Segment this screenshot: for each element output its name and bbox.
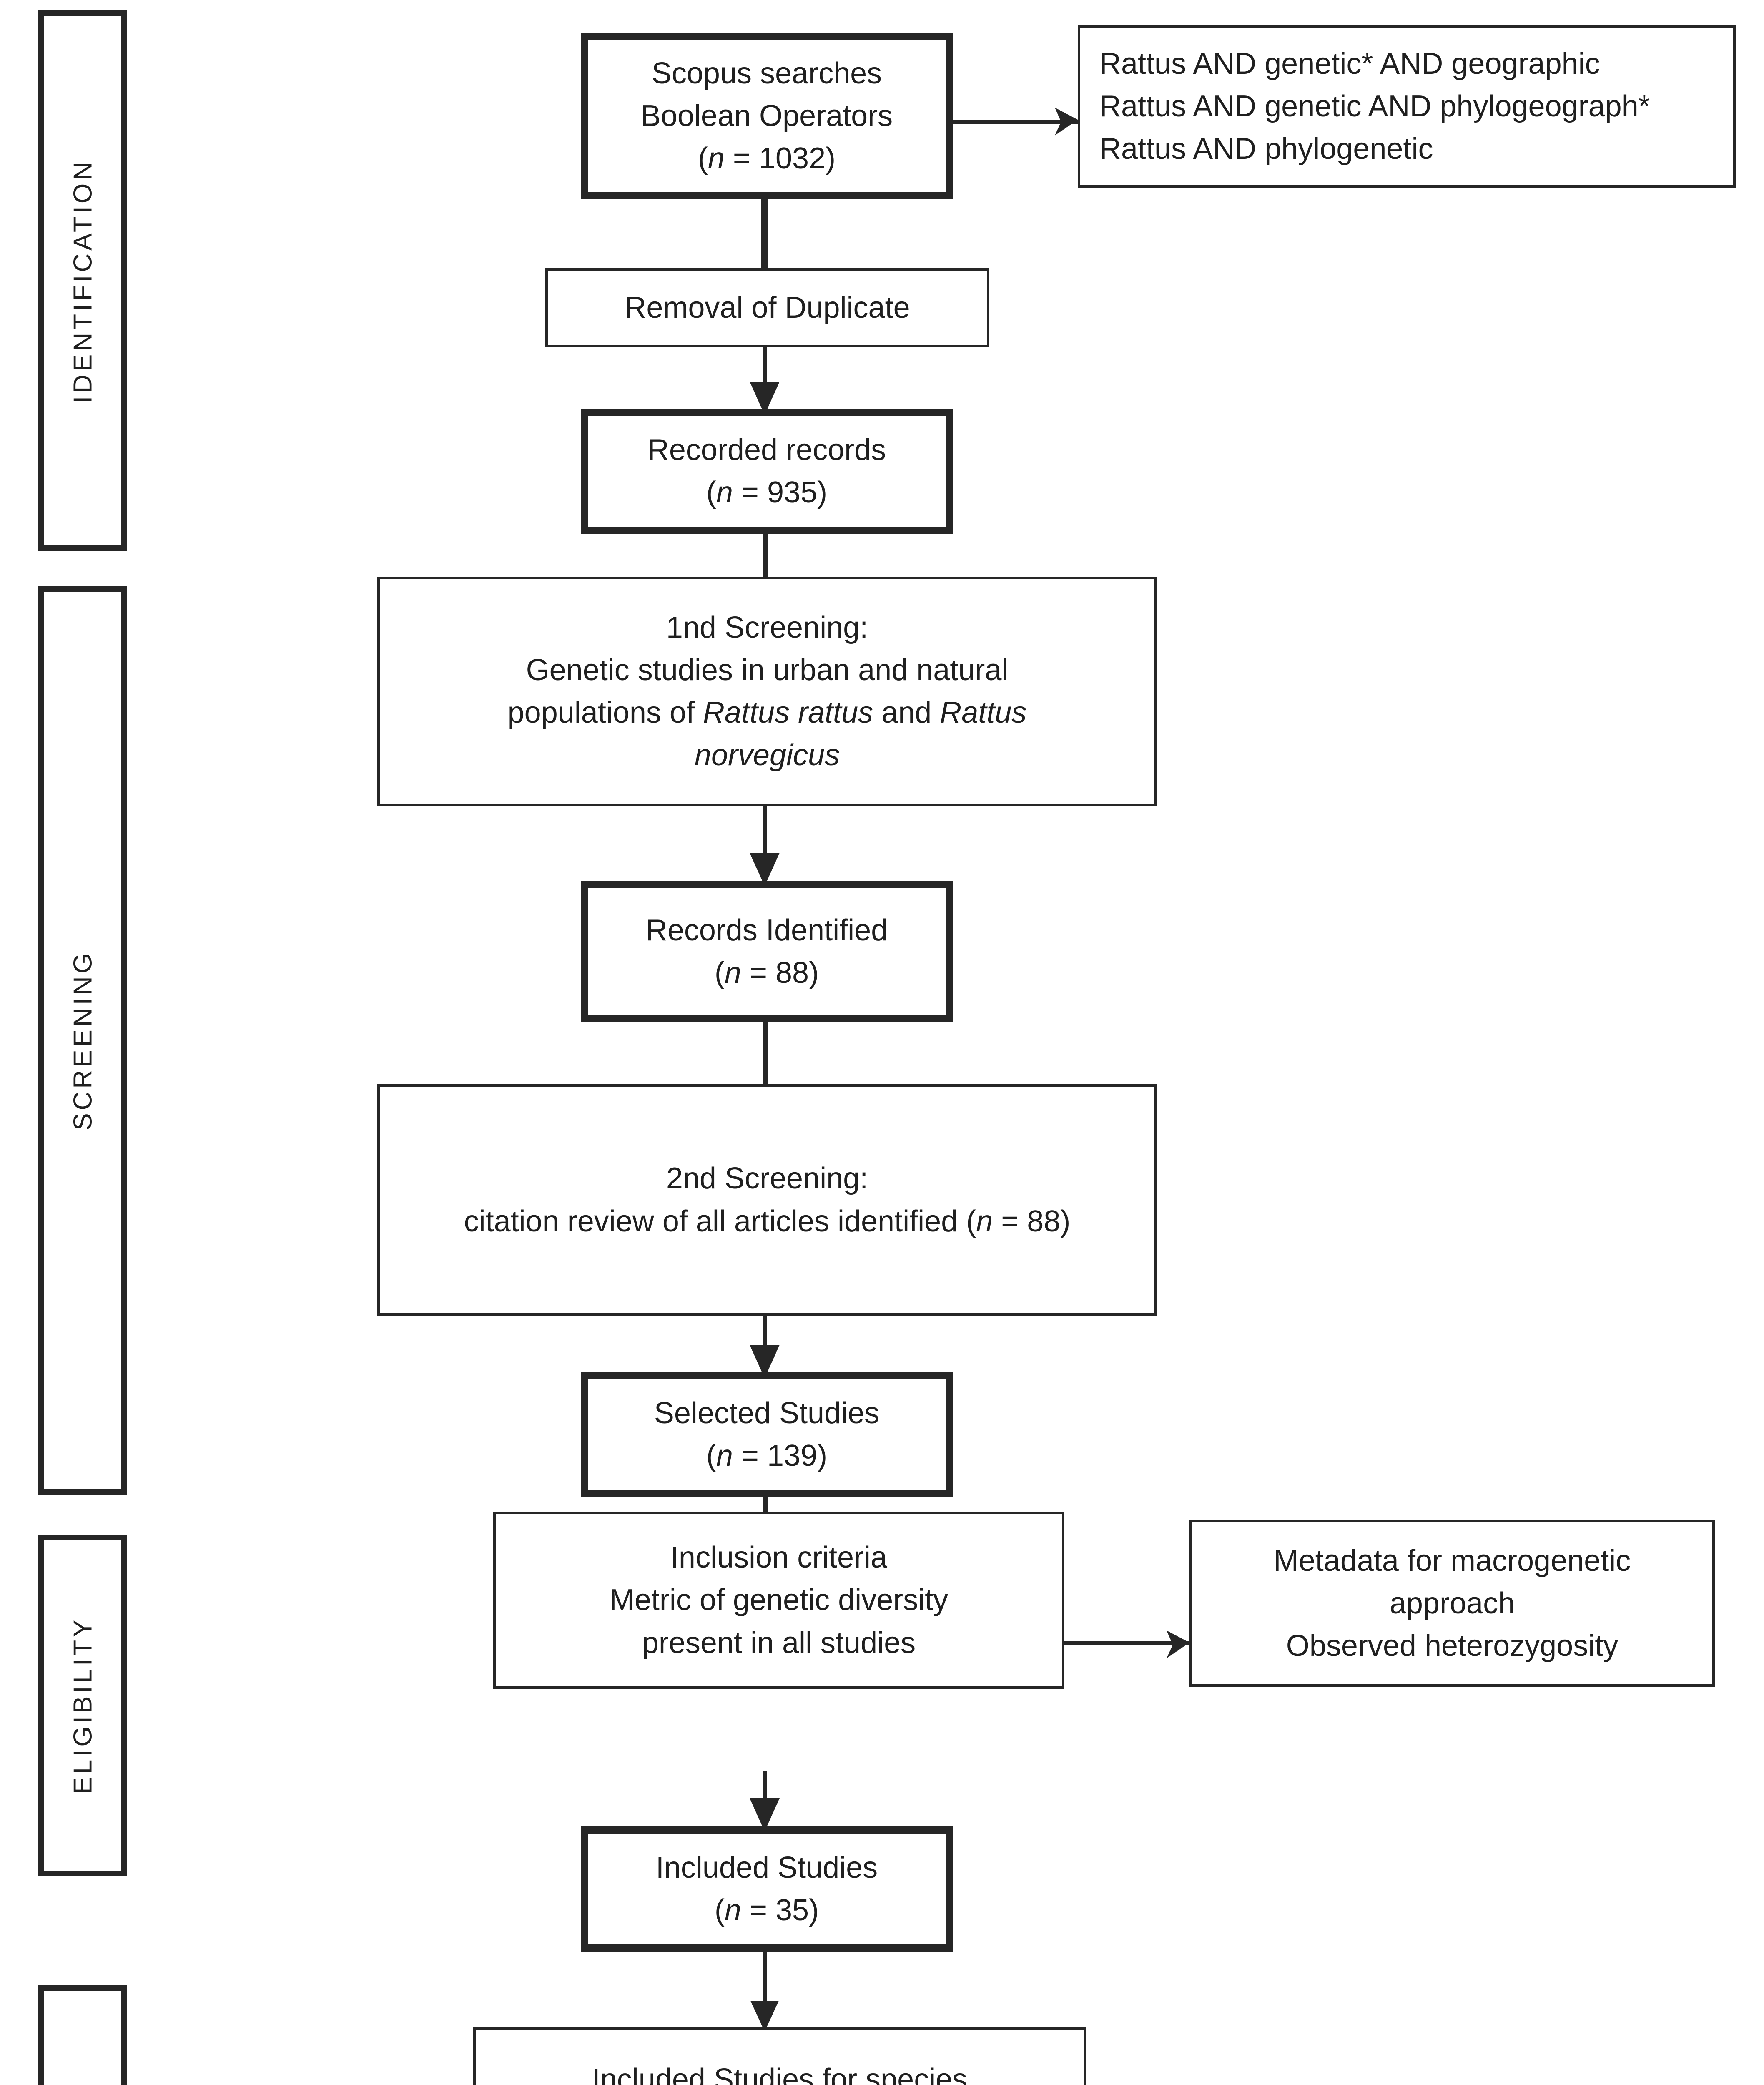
screening1-line-1: 1nd Screening: <box>666 610 868 644</box>
recorded-line-1: Recorded records <box>647 433 886 467</box>
connector-records-to-screening2 <box>763 1021 768 1086</box>
node-scopus-searches: Scopus searches Boolean Operators (n = 1… <box>581 33 953 199</box>
records-identified-line-1: Records Identified <box>645 913 888 947</box>
inclusion-line-1: Inclusion criteria <box>670 1541 888 1575</box>
inclusion-line-2: Metric of genetic diversity <box>609 1583 948 1617</box>
connector-inclusion-to-metadata <box>1064 1641 1189 1645</box>
included-studies-line-1: Included Studies <box>655 1851 878 1884</box>
included-species-line-1: Included Studies for species <box>592 2062 968 2085</box>
inclusion-line-3: present in all studies <box>642 1626 916 1660</box>
metadata-line-1: Metadata for macrogenetic <box>1273 1544 1631 1578</box>
screening1-line-4: norvegicus <box>694 739 840 772</box>
query-line-2: Rattus AND genetic AND phylogeograph* <box>1099 89 1650 123</box>
node-metadata-macrogenetic: Metadata for macrogenetic approach Obser… <box>1189 1520 1715 1687</box>
screening1-line-3: populations of Rattus rattus and Rattus <box>507 696 1027 729</box>
connector-recorded-to-screening1 <box>763 533 768 577</box>
stage-box-eligibility: ELIGIBILITY <box>38 1535 127 1876</box>
selected-count: (n = 139) <box>706 1439 828 1472</box>
metadata-line-2: approach <box>1389 1586 1515 1620</box>
included-studies-count: (n = 35) <box>714 1894 819 1927</box>
connector-scopus-to-duplicates <box>761 197 768 270</box>
records-identified-count: (n = 88) <box>714 956 819 990</box>
node-first-screening: 1nd Screening: Genetic studies in urban … <box>377 577 1157 806</box>
scopus-line-1: Scopus searches <box>651 56 882 90</box>
connector-inclusion-to-included <box>763 1771 767 1828</box>
node-recorded-records: Recorded records (n = 935) <box>581 409 953 534</box>
node-search-queries: Rattus AND genetic* AND geographic Rattu… <box>1078 25 1736 188</box>
stage-label-eligibility: ELIGIBILITY <box>68 1617 97 1794</box>
stage-label-screening: SCREENING <box>68 950 97 1130</box>
stage-box-screening: SCREENING <box>38 586 127 1495</box>
node-included-studies: Included Studies (n = 35) <box>581 1826 953 1952</box>
stage-box-included: INCLUDED <box>38 1985 127 2085</box>
scopus-count: (n = 1032) <box>698 142 836 176</box>
metadata-line-3: Observed heterozygosity <box>1286 1629 1618 1663</box>
stage-label-identification: IDENTIFICATION <box>68 158 97 403</box>
screening2-line-2: citation review of all articles identifi… <box>464 1204 1071 1238</box>
node-records-identified: Records Identified (n = 88) <box>581 881 953 1022</box>
node-inclusion-criteria: Inclusion criteria Metric of genetic div… <box>493 1512 1064 1689</box>
node-selected-studies: Selected Studies (n = 139) <box>581 1372 953 1497</box>
recorded-count: (n = 935) <box>706 476 828 509</box>
selected-line-1: Selected Studies <box>654 1396 880 1430</box>
screening2-line-1: 2nd Screening: <box>666 1162 868 1196</box>
scopus-line-2: Boolean Operators <box>640 99 893 133</box>
duplicates-line-1: Removal of Duplicate <box>625 291 910 324</box>
stage-box-identification: IDENTIFICATION <box>38 10 127 551</box>
node-second-screening: 2nd Screening: citation review of all ar… <box>377 1084 1157 1316</box>
connector-duplicates-to-recorded <box>763 345 767 410</box>
connector-scopus-to-queries <box>953 120 1078 124</box>
connector-screening1-to-records <box>763 805 767 882</box>
screening1-line-2: Genetic studies in urban and natural <box>526 653 1009 687</box>
query-line-3: Rattus AND phylogenetic <box>1099 132 1433 166</box>
connector-screening2-to-selected <box>763 1314 767 1374</box>
node-removal-of-duplicate: Removal of Duplicate <box>545 268 989 347</box>
node-included-studies-for-species: Included Studies for species <box>473 2027 1086 2085</box>
connector-included-to-species <box>763 1924 767 2028</box>
query-line-1: Rattus AND genetic* AND geographic <box>1099 47 1600 80</box>
